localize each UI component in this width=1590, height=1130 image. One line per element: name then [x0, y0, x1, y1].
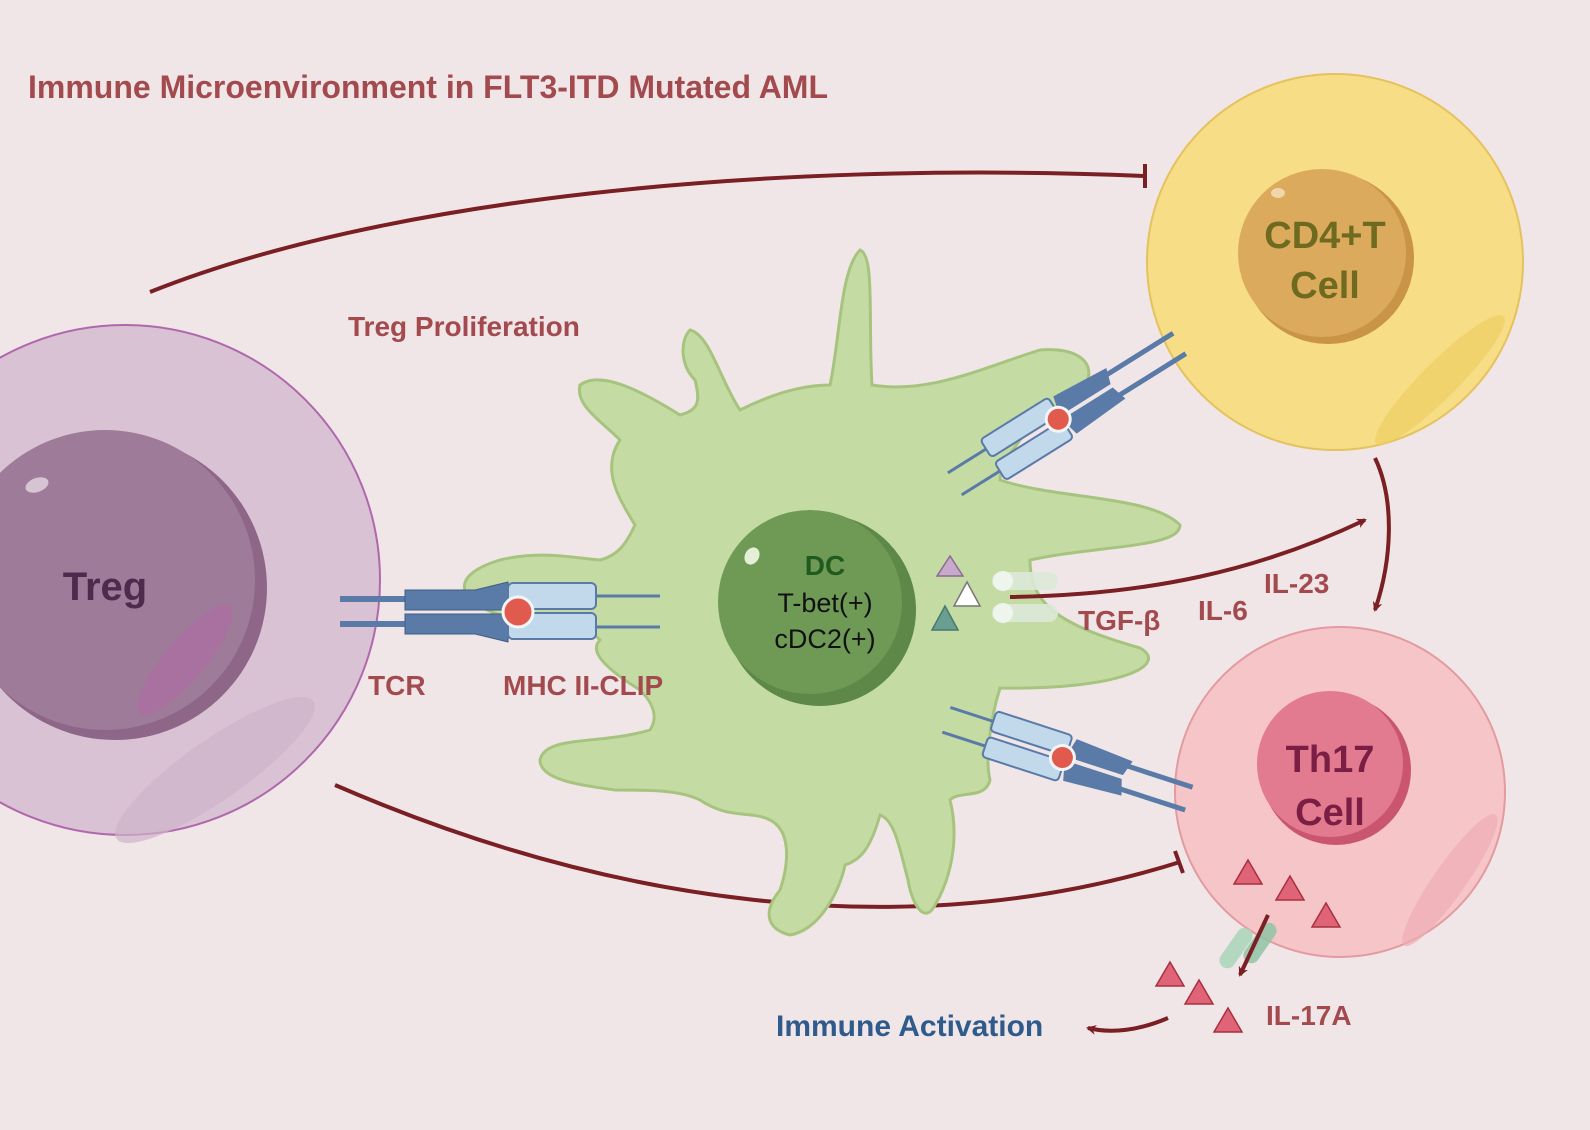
- dc-nucleus-shine: [744, 547, 760, 565]
- th17-tcr-chain-top: [1065, 739, 1133, 776]
- receptor-complex-dc-th17: [941, 706, 1194, 813]
- cd4-nucleus: [1238, 169, 1406, 337]
- arrow-dc-to-th17-cytokines: [1009, 518, 1367, 599]
- cytokine-triangle-white: [952, 580, 982, 607]
- label-il-23: IL-23: [1264, 568, 1329, 599]
- label-tgf-beta: TGF-β: [1078, 605, 1160, 636]
- label-il-6: IL-6: [1198, 595, 1248, 626]
- cd4-t-cell: CD4+T Cell: [1146, 73, 1524, 451]
- dc-marker-tbet: T-bet(+): [777, 588, 872, 618]
- dc-receptor-knob-bottom: [993, 603, 1013, 623]
- tcr-chain-top: [404, 581, 509, 611]
- label-tcr: TCR: [368, 670, 426, 701]
- cd4-mhc-tail-bottom: [960, 469, 1001, 497]
- receptor-complex-dc-cd4: [947, 331, 1188, 497]
- cytokine-receptor-dc: [992, 571, 1058, 623]
- cd4-label-line2: Cell: [1290, 265, 1360, 307]
- cd4-highlight: [1375, 315, 1505, 445]
- th17-tcr-stalk-bottom: [1108, 782, 1186, 813]
- dc-marker-cdc2: cDC2(+): [774, 624, 875, 654]
- th17-label-line2: Cell: [1295, 792, 1365, 834]
- th17-mhc-tail-bottom: [941, 730, 986, 748]
- dc-label: DC: [805, 550, 845, 581]
- arrow-cd4-to-th17: [1372, 457, 1391, 612]
- inhibition-arrow-treg-to-cd4: [149, 170, 1146, 294]
- th17-channel-left: [1219, 927, 1253, 969]
- arrow-to-immune-activation: [1086, 1016, 1169, 1035]
- treg-highlight: [115, 696, 315, 844]
- th17-antigen: [1048, 744, 1076, 772]
- clip-antigen: [501, 595, 535, 629]
- inhibition-bar-th17: [1173, 850, 1185, 874]
- cytokine-triangle-purple: [935, 554, 965, 577]
- th17-highlight: [1402, 813, 1498, 947]
- treg-cell: Treg: [0, 324, 381, 844]
- il17a-triangle-out-1: [1154, 960, 1186, 987]
- il17a-triangle-3: [1310, 901, 1342, 928]
- th17-tcr-stalk-top: [1115, 760, 1194, 790]
- dc-nucleus: [718, 510, 902, 694]
- cd4-tcr-chain-bottom: [1061, 387, 1126, 434]
- cytokine-triangle-teal: [930, 604, 960, 631]
- cd4-antigen: [1044, 405, 1072, 433]
- dendritic-cell: DC T-bet(+) cDC2(+): [462, 248, 1182, 937]
- il17a-triangle-2: [1274, 874, 1306, 901]
- receptor-complex-treg-dc: [340, 581, 660, 643]
- th17-tcr-chain-bottom: [1063, 760, 1122, 796]
- tcr-chain-bottom: [404, 613, 509, 643]
- cd4-mhc-tail-top: [947, 447, 987, 475]
- cd4-tcr-stalk-bottom: [1108, 351, 1188, 404]
- il17a-triangle-out-3: [1212, 1006, 1244, 1033]
- th17-label-line1: Th17: [1286, 739, 1375, 781]
- th17-cell: Th17 Cell: [1174, 626, 1506, 958]
- label-immune-activation: Immune Activation: [776, 1010, 1043, 1043]
- th17-mhc-tail-top: [949, 706, 994, 723]
- cd4-nucleus-shine: [1271, 188, 1285, 198]
- inhibition-arrow-treg-to-th17: [334, 783, 1181, 909]
- th17-nucleus: [1257, 691, 1403, 837]
- cd4-mhc-chain-top: [980, 397, 1059, 457]
- treg-label: Treg: [63, 565, 147, 609]
- cd4-tcr-stalk-top: [1095, 331, 1175, 384]
- label-treg-proliferation: Treg Proliferation: [348, 311, 580, 342]
- label-mhc-ii-clip: MHC II-CLIP: [503, 670, 663, 701]
- treg-nucleus-glow: [137, 604, 233, 716]
- cd4-label-line1: CD4+T: [1264, 215, 1385, 257]
- treg-nucleus-shine: [25, 477, 49, 493]
- il17a-triangle-out-2: [1183, 978, 1215, 1005]
- diagram-title: Immune Microenvironment in FLT3-ITD Muta…: [28, 69, 828, 105]
- il17a-triangle-1: [1232, 858, 1264, 885]
- cd4-tcr-chain-top: [1053, 367, 1111, 416]
- dc-receptor-knob-top: [993, 571, 1013, 591]
- arrow-th17-secretion: [1238, 914, 1270, 977]
- label-il-17a: IL-17A: [1266, 1000, 1352, 1031]
